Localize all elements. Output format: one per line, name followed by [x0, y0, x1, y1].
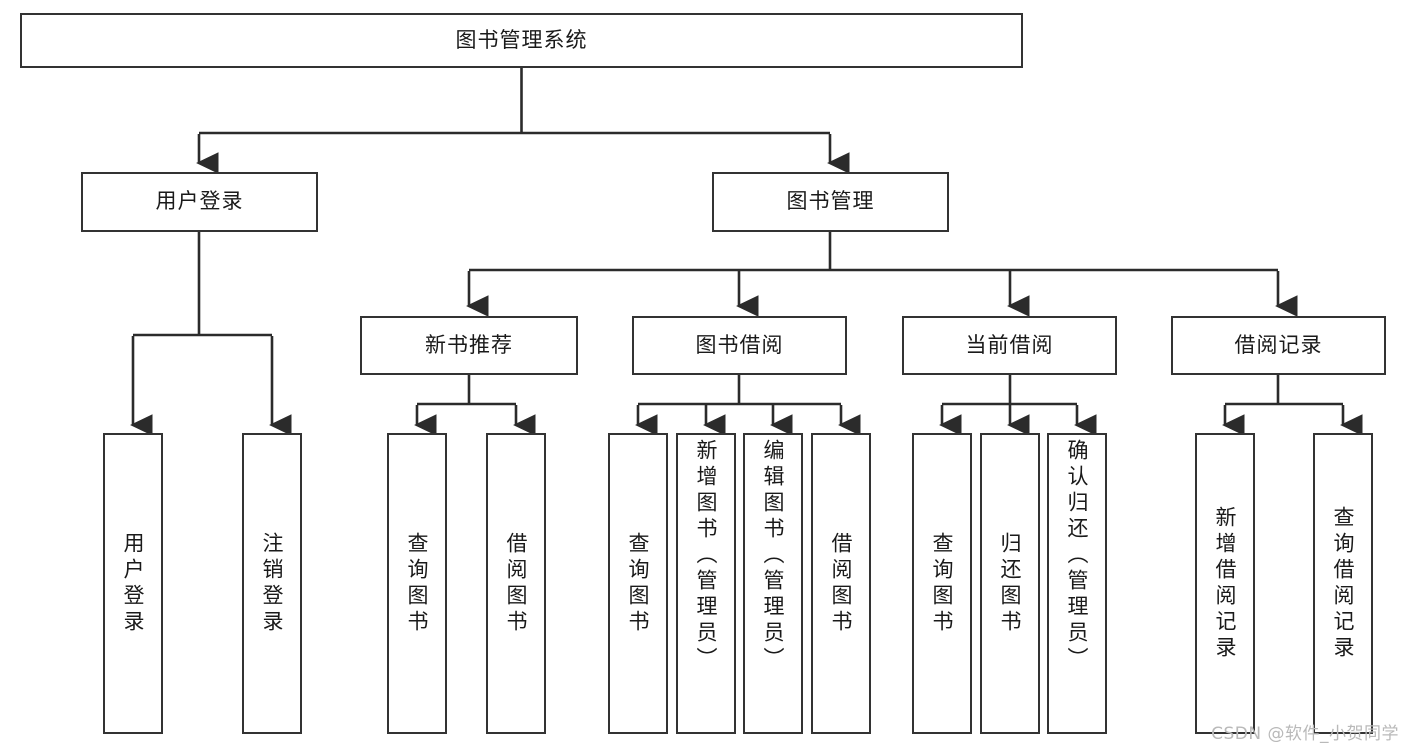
node-current-borrow[interactable]: 当前借阅	[902, 316, 1117, 375]
node-leaf-confirm-return[interactable]: 确认归还（管理员）	[1047, 433, 1107, 734]
node-leaf-user-login-label: 用户登录	[121, 531, 146, 636]
node-leaf-add-record-label: 新增借阅记录	[1213, 505, 1238, 662]
node-leaf-return-book-label: 归还图书	[998, 531, 1023, 636]
node-leaf-add-book[interactable]: 新增图书（管理员）	[676, 433, 736, 734]
node-leaf-add-record[interactable]: 新增借阅记录	[1195, 433, 1255, 734]
node-leaf-edit-book-label: 编辑图书（管理员）	[761, 439, 786, 673]
node-root[interactable]: 图书管理系统	[20, 13, 1023, 68]
node-leaf-user-login[interactable]: 用户登录	[103, 433, 163, 734]
node-current-borrow-label: 当前借阅	[965, 332, 1054, 357]
node-leaf-query-book-1[interactable]: 查询图书	[387, 433, 447, 734]
node-book-borrow[interactable]: 图书借阅	[632, 316, 847, 375]
node-leaf-borrow-book-2[interactable]: 借阅图书	[811, 433, 871, 734]
node-leaf-user-logout-label: 注销登录	[260, 531, 285, 636]
node-user-login[interactable]: 用户登录	[81, 172, 318, 232]
node-borrow-record-label: 借阅记录	[1234, 332, 1323, 357]
node-user-login-label: 用户登录	[155, 189, 244, 214]
node-new-book-recommend-label: 新书推荐	[425, 332, 513, 357]
node-root-label: 图书管理系统	[455, 27, 588, 52]
node-new-book-recommend[interactable]: 新书推荐	[360, 316, 578, 375]
node-leaf-query-book-3[interactable]: 查询图书	[912, 433, 972, 734]
node-leaf-query-book-1-label: 查询图书	[405, 531, 430, 636]
node-borrow-record[interactable]: 借阅记录	[1171, 316, 1386, 375]
node-leaf-borrow-book-1-label: 借阅图书	[504, 531, 529, 636]
node-book-management[interactable]: 图书管理	[712, 172, 949, 232]
node-leaf-query-book-3-label: 查询图书	[930, 531, 955, 636]
node-leaf-add-book-label: 新增图书（管理员）	[694, 439, 719, 673]
node-leaf-edit-book[interactable]: 编辑图书（管理员）	[743, 433, 803, 734]
node-leaf-query-book-2[interactable]: 查询图书	[608, 433, 668, 734]
node-leaf-borrow-book-1[interactable]: 借阅图书	[486, 433, 546, 734]
node-leaf-query-record-label: 查询借阅记录	[1331, 505, 1356, 662]
node-leaf-user-logout[interactable]: 注销登录	[242, 433, 302, 734]
watermark-text: CSDN @软件_小贺同学	[1211, 724, 1399, 744]
node-leaf-query-book-2-label: 查询图书	[626, 531, 651, 636]
node-leaf-confirm-return-label: 确认归还（管理员）	[1065, 439, 1090, 673]
node-book-management-label: 图书管理	[786, 189, 875, 214]
node-leaf-return-book[interactable]: 归还图书	[980, 433, 1040, 734]
node-book-borrow-label: 图书借阅	[695, 332, 784, 357]
node-leaf-query-record[interactable]: 查询借阅记录	[1313, 433, 1373, 734]
node-leaf-borrow-book-2-label: 借阅图书	[829, 531, 854, 636]
